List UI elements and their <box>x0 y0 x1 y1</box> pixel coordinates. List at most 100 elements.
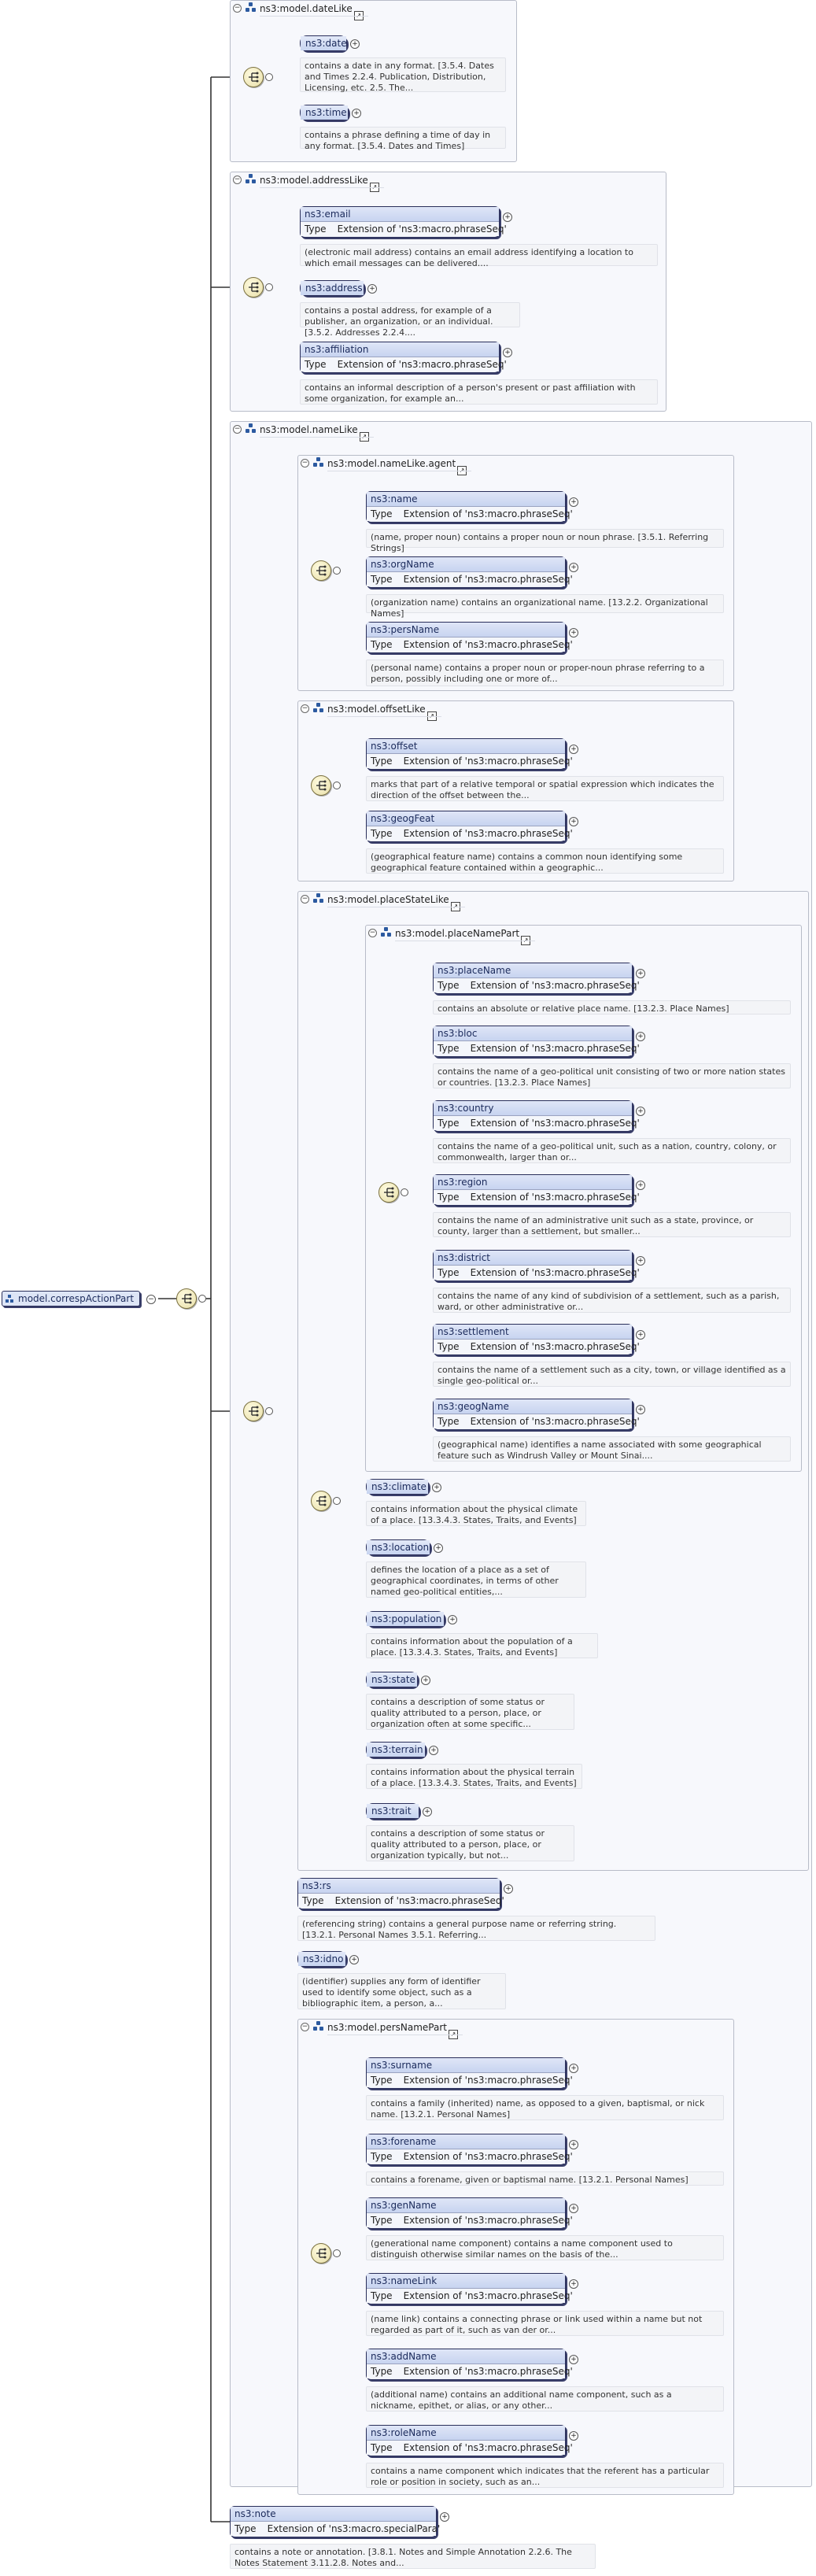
collapse-toggle[interactable]: − <box>368 929 377 937</box>
collapse-toggle[interactable]: − <box>301 704 309 713</box>
expand-button[interactable]: − <box>146 1295 156 1304</box>
choice-compositor[interactable] <box>311 775 331 796</box>
expand-button[interactable]: + <box>448 1615 457 1624</box>
choice-compositor[interactable] <box>243 67 264 87</box>
expand-button[interactable]: + <box>503 213 512 222</box>
element-terrain[interactable]: ns3:terrain <box>366 1742 426 1757</box>
element-trait[interactable]: ns3:trait <box>366 1803 419 1819</box>
expand-button[interactable]: + <box>636 1181 645 1190</box>
group-icon <box>313 703 324 714</box>
choice-compositor[interactable] <box>378 1182 399 1203</box>
expand-button[interactable]: + <box>569 2064 578 2073</box>
collapse-toggle[interactable]: − <box>301 459 309 468</box>
compositor-dot[interactable] <box>265 73 273 81</box>
compositor-dot[interactable] <box>265 283 273 291</box>
element-address[interactable]: ns3:address <box>300 280 364 296</box>
type-value: Extension of 'ns3:macro.phraseSeq' <box>334 1895 504 1906</box>
type-label: Type <box>371 2075 393 2086</box>
expand-button[interactable]: + <box>504 1884 513 1894</box>
compositor-dot[interactable] <box>265 1407 273 1415</box>
expand-button[interactable]: + <box>569 497 578 507</box>
type-label: Type <box>438 1416 460 1427</box>
expand-button[interactable]: + <box>352 109 361 118</box>
expand-button[interactable]: + <box>569 2279 578 2289</box>
choice-compositor[interactable] <box>311 2243 331 2264</box>
element-state[interactable]: ns3:state <box>366 1672 418 1687</box>
compositor-dot[interactable] <box>333 567 341 575</box>
element-location[interactable]: ns3:location <box>366 1539 430 1555</box>
expand-button[interactable]: + <box>636 1330 645 1340</box>
expand-button[interactable]: + <box>569 2431 578 2441</box>
expand-button[interactable]: + <box>569 2204 578 2213</box>
collapse-toggle[interactable]: − <box>233 4 242 13</box>
expand-button[interactable]: + <box>440 2512 449 2522</box>
element-name: ns3:rs <box>298 1879 500 1893</box>
element-idno[interactable]: ns3:idno <box>297 1951 346 1967</box>
compositor-dot[interactable] <box>333 1497 341 1505</box>
expand-button[interactable]: + <box>429 1746 438 1755</box>
expand-button[interactable]: + <box>350 39 360 49</box>
expand-button[interactable]: + <box>421 1676 430 1685</box>
choice-compositor[interactable] <box>176 1288 197 1309</box>
expand-button[interactable]: + <box>569 628 578 638</box>
element-climate[interactable]: ns3:climate <box>366 1479 429 1495</box>
expand-button[interactable]: + <box>569 745 578 754</box>
expand-button[interactable]: + <box>349 1955 359 1964</box>
collapse-toggle[interactable]: − <box>233 425 242 434</box>
choice-compositor[interactable] <box>311 560 331 581</box>
expand-button[interactable]: + <box>569 2140 578 2149</box>
collapse-toggle[interactable]: − <box>233 176 242 184</box>
element-date[interactable]: ns3:date <box>300 35 347 51</box>
choice-compositor[interactable] <box>243 277 264 298</box>
expand-button[interactable]: + <box>569 817 578 826</box>
compositor-dot[interactable] <box>401 1188 408 1196</box>
collapse-toggle[interactable]: − <box>301 2023 309 2031</box>
root-element[interactable]: model.correspActionPart <box>2 1291 140 1306</box>
element-time[interactable]: ns3:time <box>300 105 349 120</box>
compositor-dot[interactable] <box>198 1295 206 1303</box>
collapse-toggle[interactable]: − <box>301 895 309 904</box>
expand-button[interactable]: + <box>636 969 645 978</box>
expand-button[interactable]: + <box>367 284 377 294</box>
expand-button[interactable]: + <box>569 563 578 572</box>
compositor-dot[interactable] <box>333 782 341 789</box>
expand-button[interactable]: + <box>636 1032 645 1041</box>
expand-button[interactable]: + <box>636 1405 645 1414</box>
expand-button[interactable]: + <box>432 1483 441 1492</box>
expand-button[interactable]: + <box>434 1543 443 1553</box>
choice-compositor[interactable] <box>243 1401 264 1421</box>
compositor-dot[interactable] <box>333 2249 341 2257</box>
choice-compositor[interactable] <box>311 1491 331 1511</box>
description-persName: (personal name) contains a proper noun o… <box>366 660 724 686</box>
expand-button[interactable]: + <box>636 1256 645 1266</box>
element-population[interactable]: ns3:population <box>366 1611 445 1627</box>
expand-button[interactable]: + <box>569 2355 578 2364</box>
type-label: Type <box>305 359 327 370</box>
expand-button[interactable]: + <box>503 348 512 357</box>
expand-button[interactable]: + <box>636 1107 645 1116</box>
expand-button[interactable]: + <box>423 1807 432 1817</box>
